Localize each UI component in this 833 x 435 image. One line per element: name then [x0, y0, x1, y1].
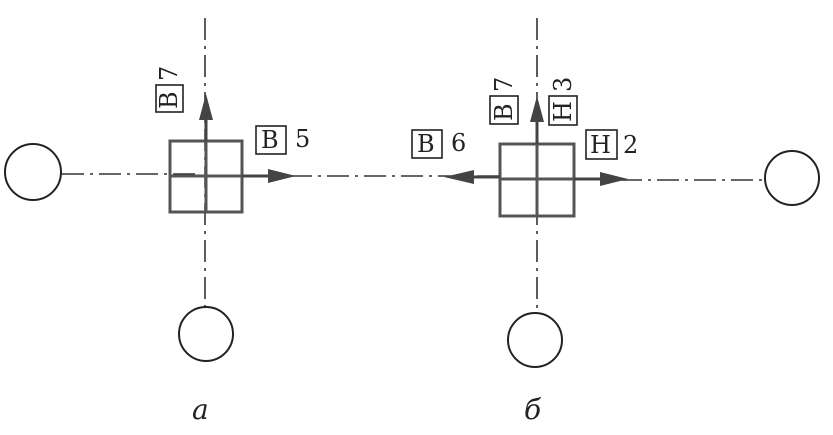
panel-b-label-left-number: 6 [451, 129, 466, 157]
panel-a-label-up-letter: B [155, 91, 183, 109]
panel-b-label-right-box [585, 129, 618, 160]
panel-a-label-right-number: 5 [295, 125, 310, 153]
panel-b-label-left-box [411, 129, 443, 159]
panel-a-label-up-box [155, 84, 184, 113]
panel-a-label-right-box [255, 125, 287, 155]
panel-b-label-right-letter: H [590, 131, 611, 159]
panel-b-label-up-left-box [489, 95, 519, 125]
panel-b-label-left: B 6 [411, 129, 466, 159]
panel-b-label-up-left-number: 7 [490, 77, 518, 92]
panel-b: B 6 B 7 H 3 H 2 б [411, 18, 820, 426]
panel-b-label-up-right: H 3 [548, 77, 578, 126]
panel-a-label-up-number: 7 [155, 66, 183, 81]
panel-b-caption: б [524, 393, 542, 426]
panel-a: B 7 B 5 a [4, 18, 440, 426]
panel-b-label-up-right-box [548, 95, 578, 126]
panel-b-right-circle [764, 150, 820, 206]
panel-a-right-arrow-head [268, 169, 296, 183]
panel-b-label-right: H 2 [585, 129, 638, 160]
panel-a-label-right: B 5 [255, 125, 310, 155]
panel-b-left-arrow-head [444, 170, 474, 184]
panel-b-bottom-circle [507, 312, 563, 368]
panel-a-left-circle [4, 143, 62, 201]
panel-a-bottom-circle [178, 306, 234, 362]
panel-a-up-arrow-head [199, 94, 213, 120]
panel-a-caption: a [192, 393, 209, 426]
panel-b-up-arrow-head [530, 96, 544, 122]
panel-b-label-up-left: B 7 [489, 77, 519, 125]
panel-b-right-arrow-head [600, 172, 628, 186]
panel-a-label-right-letter: B [261, 126, 279, 154]
panel-b-label-up-right-letter: H [549, 101, 577, 122]
panel-b-label-up-left-letter: B [490, 103, 518, 121]
panel-a-label-up: B 7 [155, 66, 184, 113]
panel-b-label-up-right-number: 3 [549, 77, 577, 92]
panel-b-label-right-number: 2 [623, 131, 638, 159]
panel-b-label-left-letter: B [417, 130, 435, 158]
